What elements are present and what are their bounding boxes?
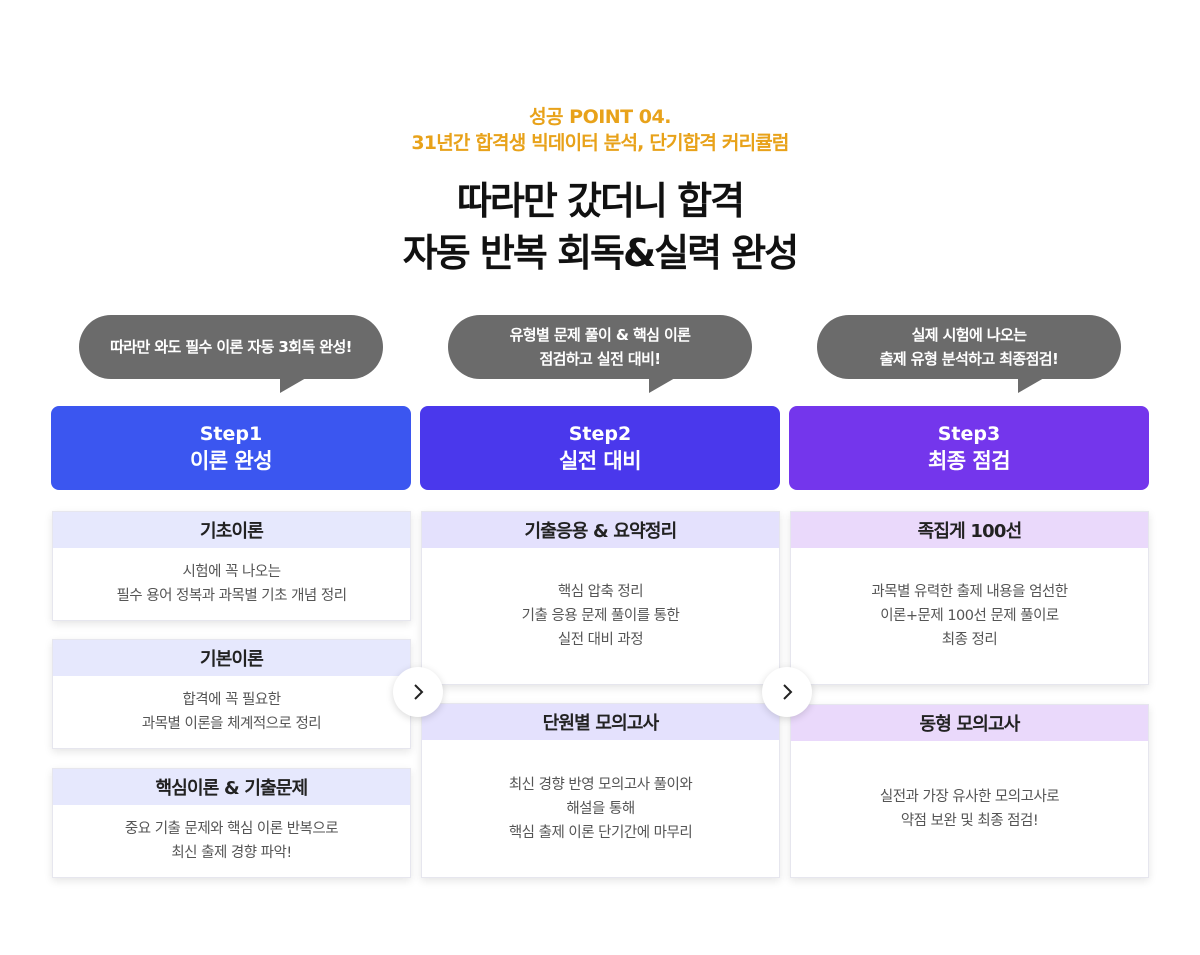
speech-bubble-step2: 유형별 문제 풀이 & 핵심 이론 점검하고 실전 대비! [448, 315, 752, 393]
bubble-tail [280, 378, 306, 393]
card-body: 최신 경향 반영 모의고사 풀이와 해설을 통해 핵심 출제 이론 단기간에 마… [422, 740, 779, 877]
card-equivalent-mock-exam: 동형 모의고사 실전과 가장 유사한 모의고사로 약점 보완 및 최종 점검! [790, 704, 1149, 878]
step2-header: Step2 실전 대비 [420, 406, 780, 490]
card-body: 실전과 가장 유사한 모의고사로 약점 보완 및 최종 점검! [791, 741, 1148, 877]
step-number: Step1 [199, 423, 263, 445]
bubble-text: 따라만 와도 필수 이론 자동 3회독 완성! [110, 338, 352, 356]
card-body: 중요 기출 문제와 핵심 이론 반복으로 최신 출제 경향 파악! [53, 805, 410, 877]
card-fundamental-theory: 기본이론 합격에 꼭 필요한 과목별 이론을 체계적으로 정리 [52, 639, 411, 749]
card-text: 실전과 가장 유사한 모의고사로 [879, 789, 1060, 805]
card-text: 중요 기출 문제와 핵심 이론 반복으로 [124, 821, 339, 837]
main-title-line2: 자동 반복 회독&실력 완성 [402, 231, 799, 275]
step-number: Step2 [568, 423, 632, 445]
speech-bubble-step3: 실제 시험에 나오는 출제 유형 분석하고 최종점검! [817, 315, 1121, 393]
chevron-right-icon [762, 667, 812, 717]
point-subtitle: 31년간 합격생 빅데이터 분석, 단기합격 커리큘럼 [411, 132, 789, 154]
card-text: 핵심 출제 이론 단기간에 마무리 [508, 824, 693, 841]
main-title-line1: 따라만 갔더니 합격 [456, 179, 745, 223]
bubble-tail [1018, 378, 1044, 393]
bubble-tail [649, 378, 675, 393]
card-text: 시험에 꼭 나오는 [182, 564, 281, 580]
card-title: 기본이론 [53, 640, 410, 676]
bubble-text: 유형별 문제 풀이 & 핵심 이론 [509, 326, 691, 344]
card-title: 족집게 100선 [791, 512, 1148, 548]
point-label: 성공 POINT 04. [529, 106, 671, 128]
card-text: 실전 대비 과정 [557, 632, 644, 648]
card-text: 해설을 통해 [566, 800, 635, 817]
card-text: 약점 보완 및 최종 점검! [900, 813, 1039, 829]
bubble-text: 점검하고 실전 대비! [539, 350, 661, 368]
card-basic-theory: 기초이론 시험에 꼭 나오는 필수 용어 정복과 과목별 기초 개념 정리 [52, 511, 411, 621]
card-text: 최신 출제 경향 파악! [171, 845, 292, 861]
card-title: 핵심이론 & 기출문제 [53, 769, 410, 805]
card-text: 최신 경향 반영 모의고사 풀이와 [508, 776, 693, 793]
card-body: 시험에 꼭 나오는 필수 용어 정복과 과목별 기초 개념 정리 [53, 548, 410, 620]
card-text: 합격에 꼭 필요한 [182, 692, 281, 708]
card-body: 합격에 꼭 필요한 과목별 이론을 체계적으로 정리 [53, 676, 410, 748]
card-text: 과목별 이론을 체계적으로 정리 [141, 716, 322, 732]
step-number: Step3 [937, 423, 1001, 445]
card-body: 핵심 압축 정리 기출 응용 문제 풀이를 통한 실전 대비 과정 [422, 548, 779, 684]
step-name: 최종 점검 [927, 449, 1011, 473]
card-text: 핵심 압축 정리 [557, 584, 644, 600]
card-applied-summary: 기출응용 & 요약정리 핵심 압축 정리 기출 응용 문제 풀이를 통한 실전 … [421, 511, 780, 685]
card-title: 동형 모의고사 [791, 705, 1148, 741]
card-text: 이론+문제 100선 문제 풀이로 [880, 608, 1059, 624]
card-title: 기출응용 & 요약정리 [422, 512, 779, 548]
step1-header: Step1 이론 완성 [51, 406, 411, 490]
bubble-text: 실제 시험에 나오는 [911, 326, 1027, 344]
step-name: 이론 완성 [189, 449, 273, 473]
card-title: 단원별 모의고사 [422, 704, 779, 740]
card-top-100: 족집게 100선 과목별 유력한 출제 내용을 엄선한 이론+문제 100선 문… [790, 511, 1149, 685]
card-core-theory: 핵심이론 & 기출문제 중요 기출 문제와 핵심 이론 반복으로 최신 출제 경… [52, 768, 411, 878]
step3-header: Step3 최종 점검 [789, 406, 1149, 490]
card-body: 과목별 유력한 출제 내용을 엄선한 이론+문제 100선 문제 풀이로 최종 … [791, 548, 1148, 684]
speech-bubble-step1: 따라만 와도 필수 이론 자동 3회독 완성! [79, 315, 383, 393]
card-unit-mock-exam: 단원별 모의고사 최신 경향 반영 모의고사 풀이와 해설을 통해 핵심 출제 … [421, 703, 780, 878]
card-text: 필수 용어 정복과 과목별 기초 개념 정리 [116, 588, 347, 604]
card-text: 기출 응용 문제 풀이를 통한 [521, 608, 680, 624]
chevron-right-icon [393, 667, 443, 717]
step-name: 실전 대비 [558, 449, 642, 473]
card-title: 기초이론 [53, 512, 410, 548]
bubble-text: 출제 유형 분석하고 최종점검! [879, 350, 1059, 368]
card-text: 최종 정리 [941, 632, 998, 648]
card-text: 과목별 유력한 출제 내용을 엄선한 [871, 584, 1068, 600]
